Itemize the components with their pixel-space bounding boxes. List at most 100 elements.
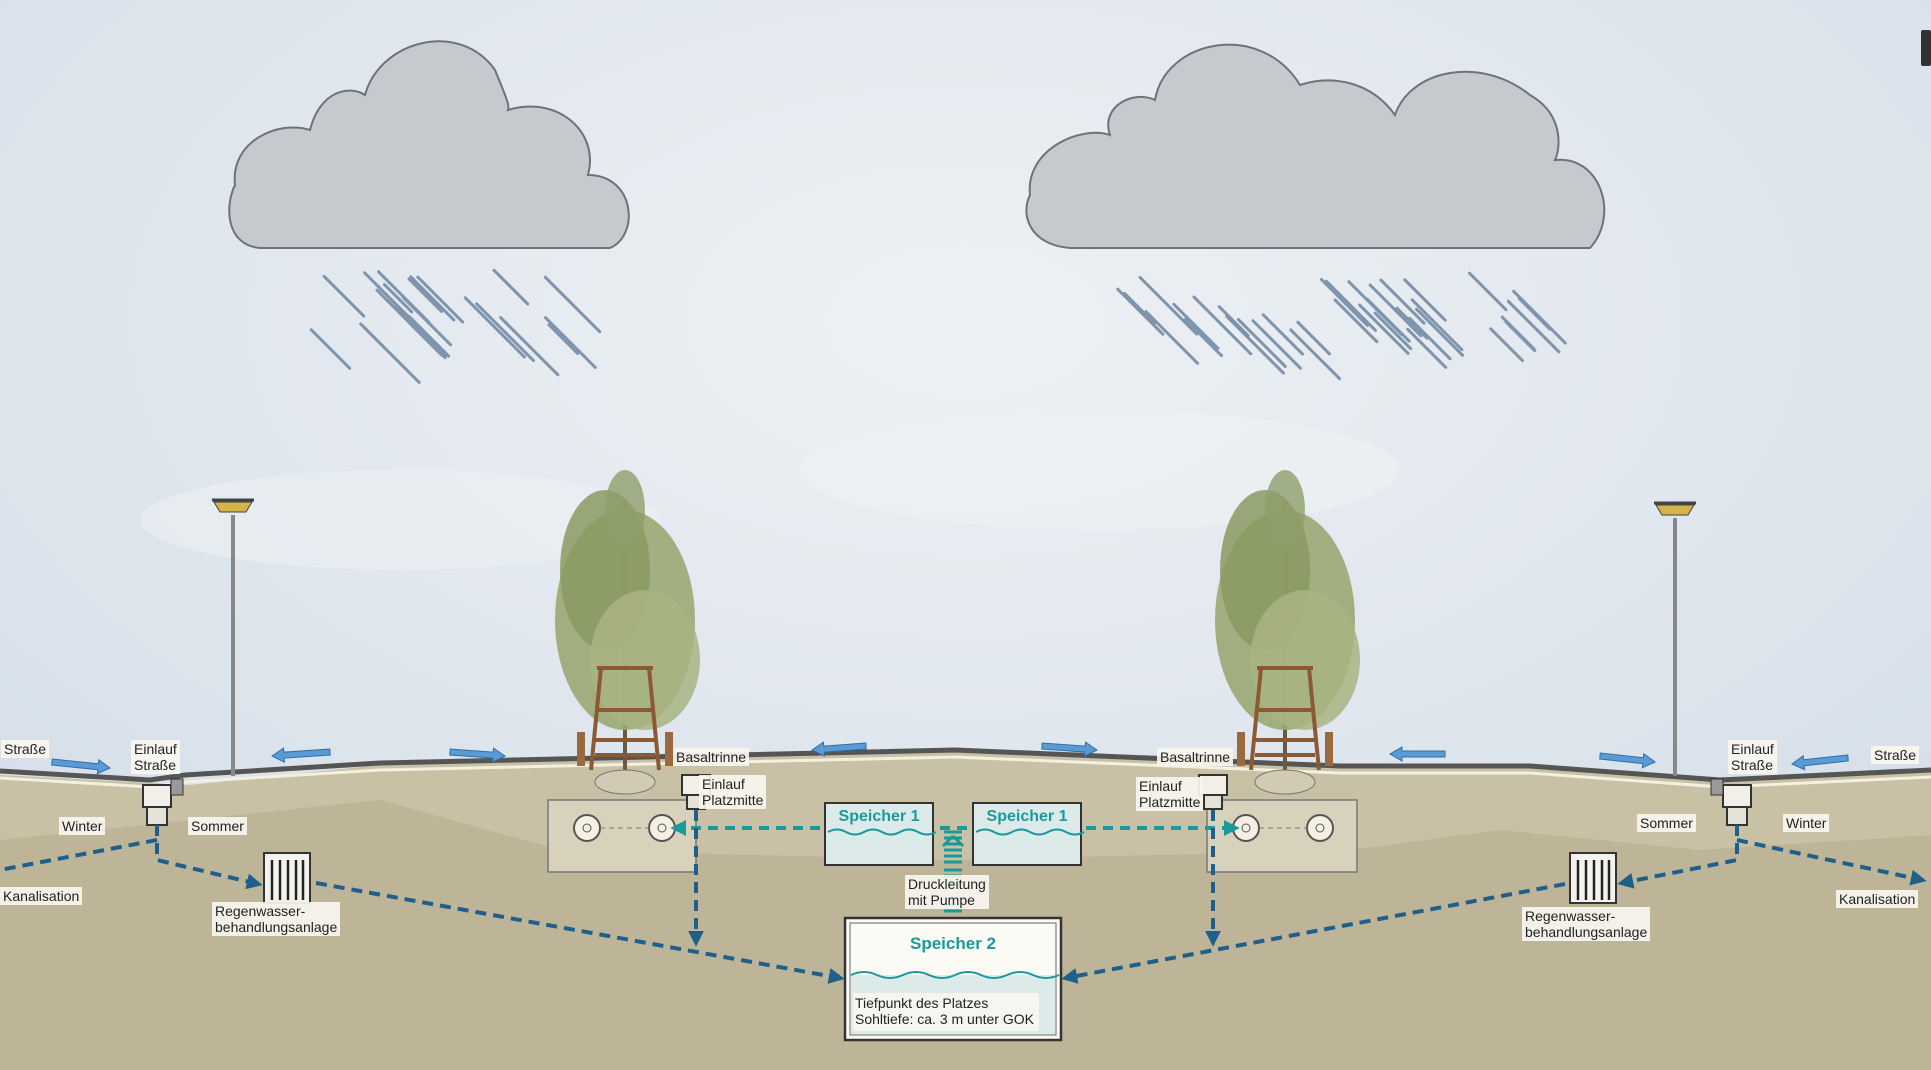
flow-arrow-icon [271, 747, 331, 763]
rain-streak [359, 322, 421, 384]
rain-streak [407, 277, 444, 313]
flow-arrow-icon [1389, 746, 1446, 762]
rain-streak [1319, 277, 1369, 327]
tree-pit-left [547, 799, 697, 873]
drainage-pipes [0, 810, 1927, 984]
surface-line [0, 747, 1931, 783]
rain-streak [1512, 289, 1567, 345]
rain-streak [1489, 327, 1524, 363]
street-lamp-icon [1654, 501, 1696, 776]
treatment-plant-icon [1569, 852, 1617, 904]
sommer-label-left: Sommer [188, 817, 247, 835]
rain-streak [416, 275, 465, 324]
flow-arrow-icon [51, 758, 111, 775]
rain-streak [1236, 317, 1287, 368]
rain-streak [407, 314, 451, 358]
rain-streak [1406, 327, 1448, 369]
rain-streak [547, 323, 580, 355]
kanalisation-label-right: Kanalisation [1836, 890, 1919, 908]
rain-streak [1261, 313, 1305, 356]
sommer-label-right: Sommer [1637, 814, 1696, 832]
rain-streak [1333, 298, 1379, 344]
einlauf-platzmitte-label-right: Einlauf Platzmitte [1136, 777, 1204, 811]
flow-arrow-icon [1041, 741, 1098, 757]
rain-streak [1144, 310, 1200, 365]
rain-streak [1467, 271, 1508, 312]
kanalisation-label-left: Kanalisation [0, 887, 83, 905]
winter-label-left: Winter [59, 817, 106, 835]
rain-streak [309, 328, 352, 370]
rain-streak [1192, 295, 1253, 356]
rain-streak [1403, 278, 1447, 322]
rain-streak [409, 275, 456, 322]
basaltrinne-label-right: Basaltrinne [1157, 748, 1234, 766]
rain-streak [1172, 302, 1220, 350]
rain-streak [1373, 311, 1413, 351]
speicher1-left-title: Speicher 1 [838, 808, 920, 825]
flow-arrow-icon [811, 741, 867, 757]
rain-streak [1296, 320, 1332, 356]
tree-pit-right [1206, 799, 1358, 873]
einlauf-strasse-label-right: Einlauf Straße [1728, 740, 1777, 774]
rain-streak [463, 296, 526, 359]
speicher2-tank [843, 916, 1063, 1042]
scrollbar-thumb[interactable] [1921, 30, 1931, 66]
rain-streak [1500, 315, 1536, 351]
rain-streak [492, 268, 530, 306]
flow-arrow-icon [449, 747, 506, 763]
rain-streak [1183, 317, 1223, 358]
flow-arrow-icon [1791, 754, 1849, 771]
speicher1-right-title: Speicher 1 [986, 808, 1068, 825]
rain-streak [1358, 303, 1410, 355]
rain-streak [1289, 328, 1342, 381]
rain-icon [309, 268, 602, 384]
strasse-label-right: Straße [1871, 746, 1920, 764]
tree-icon [553, 468, 702, 795]
rain-streak [1415, 307, 1465, 357]
regenwasser-label-left: Regenwasser- behandlungsanlage [212, 902, 341, 936]
cloud-icon [1025, 43, 1606, 249]
rain-streak [1251, 319, 1302, 370]
rain-streak [385, 298, 428, 341]
rain-streak [1123, 291, 1156, 325]
rain-icon [1116, 271, 1567, 381]
rain-streak [1395, 306, 1429, 340]
rain-streak [1408, 316, 1452, 361]
rain-streak [1138, 275, 1199, 336]
inlet-icon [142, 778, 184, 826]
rain-streak [1410, 298, 1464, 352]
treatment-plant-icon [263, 852, 311, 904]
einlauf-strasse-label-left: Einlauf Straße [131, 740, 180, 774]
flow-arrow-icon [1599, 752, 1656, 769]
druckleitung-label: Druckleitung mit Pumpe [905, 875, 989, 909]
einlauf-platzmitte-label-left: Einlauf Platzmitte [699, 775, 767, 809]
rain-streak [1506, 299, 1561, 354]
rain-streak [1368, 283, 1423, 338]
tree-icon [1213, 468, 1362, 795]
rain-streak [1324, 279, 1377, 332]
speicher2-title: Speicher 2 [910, 934, 996, 953]
rain-streak [475, 302, 535, 363]
speicher2-note: Tiefpunkt des Platzes Sohltiefe: ca. 3 m… [855, 995, 1034, 1027]
surface-flow-arrows [51, 741, 1849, 775]
winter-label-right: Winter [1783, 814, 1830, 832]
rain-streak [322, 274, 366, 318]
rain-streak [1347, 280, 1404, 337]
speicher1-right-tank [972, 802, 1085, 866]
rain-streak [543, 275, 602, 334]
rain-streak [1225, 314, 1285, 375]
rain-streak [1116, 287, 1165, 336]
rain-streak [394, 304, 448, 358]
rain-streak [377, 270, 431, 324]
regenwasser-label-right: Regenwasser- behandlungsanlage [1522, 907, 1651, 941]
rain-streak [1379, 278, 1426, 325]
street-lamp-icon [212, 498, 254, 776]
rain-streak [382, 283, 414, 314]
strasse-label-left: Straße [1, 740, 50, 758]
speicher1-left-tank [824, 802, 937, 866]
rain-streak [499, 316, 560, 377]
cloud-icon [228, 40, 630, 249]
basaltrinne-label-left: Basaltrinne [673, 748, 750, 766]
